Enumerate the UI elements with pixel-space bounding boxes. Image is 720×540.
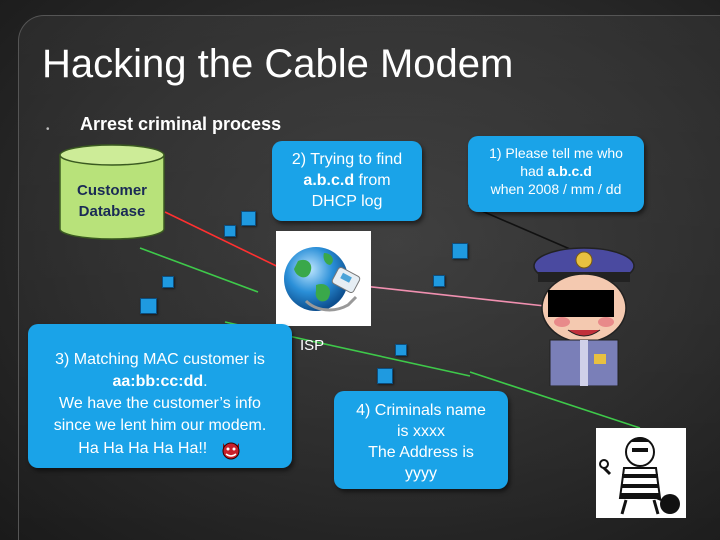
isp-image bbox=[276, 231, 371, 326]
green-connector-line-1 bbox=[139, 247, 259, 293]
flow-square bbox=[162, 276, 174, 288]
step4-line: 4) Criminals name bbox=[356, 402, 486, 419]
step2-text: from bbox=[354, 172, 391, 189]
isp-label: ISP bbox=[300, 337, 325, 354]
slide-subtitle: Arrest criminal process bbox=[80, 114, 282, 134]
step3-line: We have the customer’s info bbox=[59, 395, 261, 412]
step4-line: is xxxx bbox=[397, 423, 445, 440]
step4-line: The Address is bbox=[368, 444, 474, 461]
step3-text: . bbox=[203, 373, 208, 390]
step2-line: 2) Trying to find bbox=[291, 151, 403, 168]
step1-box: 1) Please tell me who had a.b.c.d when 2… bbox=[468, 136, 644, 212]
green-connector-line-3 bbox=[469, 371, 641, 429]
database-label-line: Database bbox=[78, 203, 146, 220]
flow-square bbox=[377, 368, 393, 384]
flow-square bbox=[452, 243, 468, 259]
step2-box: 2) Trying to find a.b.c.d from DHCP log bbox=[272, 141, 422, 221]
step3-line: aa:bb:cc:dd. bbox=[28, 371, 292, 393]
slide-title: Hacking the Cable Modem bbox=[42, 42, 514, 86]
database-label-line: Customer bbox=[76, 182, 147, 199]
globe-network-icon bbox=[284, 247, 361, 312]
database-cylinder-icon bbox=[59, 144, 165, 240]
flow-square bbox=[140, 298, 157, 314]
step1-line: had a.b.c.d bbox=[468, 162, 644, 180]
flow-square bbox=[241, 211, 256, 226]
step4-box: 4) Criminals name is xxxx The Address is… bbox=[334, 391, 508, 489]
step4-line: yyyy bbox=[405, 465, 437, 482]
devil-face-icon bbox=[222, 442, 240, 460]
flow-square bbox=[224, 225, 236, 237]
step3-line: since we lent him our modem. bbox=[53, 417, 267, 434]
step1-line: 1) Please tell me who bbox=[489, 145, 623, 161]
step1-line: when 2008 / mm / dd bbox=[490, 181, 622, 197]
step1-ip: a.b.c.d bbox=[547, 163, 592, 179]
step3-box: 3) Matching MAC customer is aa:bb:cc:dd.… bbox=[28, 324, 292, 468]
step3-text: Ha Ha Ha Ha Ha!! bbox=[78, 440, 208, 458]
step1-text: had bbox=[520, 163, 548, 179]
flow-square bbox=[395, 344, 407, 356]
step3-line: 3) Matching MAC customer is bbox=[55, 351, 265, 368]
step3-line: Ha Ha Ha Ha Ha!! bbox=[28, 437, 292, 461]
criminal-icon bbox=[599, 437, 680, 515]
censor-bar bbox=[548, 290, 614, 317]
step3-mac: aa:bb:cc:dd bbox=[112, 373, 204, 390]
database-label: Customer Database bbox=[60, 180, 164, 222]
criminal-image bbox=[596, 428, 686, 518]
step2-ip: a.b.c.d bbox=[303, 172, 355, 189]
step2-line: a.b.c.d from bbox=[272, 170, 422, 191]
flow-square bbox=[433, 275, 445, 287]
bullet-marker: • bbox=[46, 124, 50, 135]
step2-line: DHCP log bbox=[311, 193, 383, 210]
